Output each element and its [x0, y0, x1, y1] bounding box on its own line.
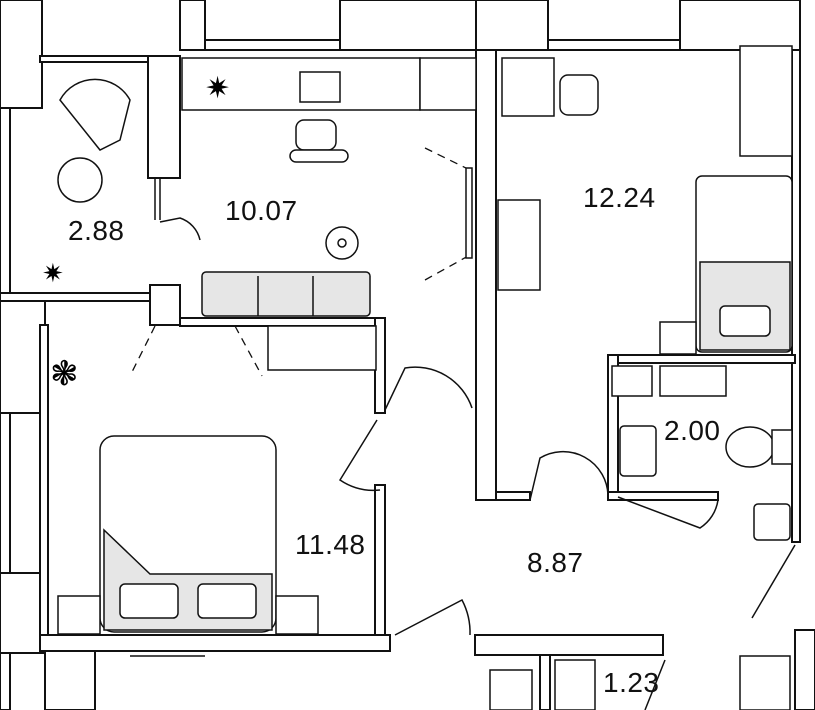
- table: [57, 157, 103, 203]
- wall: [39, 324, 49, 636]
- room-area-balcony: 2.88: [68, 215, 125, 246]
- tv-view: [424, 147, 471, 171]
- shelf: [659, 365, 727, 397]
- entry-door[interactable]: [751, 544, 796, 619]
- wardrobe: [739, 655, 791, 710]
- balcony-door[interactable]: [159, 217, 201, 241]
- chair: [295, 119, 337, 151]
- toilet: [725, 426, 775, 468]
- nightstand: [275, 595, 319, 635]
- plant-icon: ✷: [205, 72, 230, 105]
- wall: [0, 292, 46, 414]
- wall: [0, 107, 11, 294]
- pillow: [197, 583, 257, 619]
- kids-door[interactable]: [529, 450, 609, 501]
- wall: [0, 652, 11, 710]
- tv-view: [424, 254, 471, 281]
- window-view: [234, 325, 263, 377]
- desk: [501, 57, 555, 117]
- wall: [539, 654, 551, 710]
- wall: [0, 572, 46, 654]
- office-door[interactable]: [384, 366, 473, 411]
- wall: [339, 0, 477, 51]
- room-area-kids: 12.24: [583, 182, 656, 213]
- window-view: [129, 325, 156, 377]
- bedroom-door[interactable]: [338, 419, 381, 492]
- wardrobe: [267, 325, 377, 371]
- cabinet: [419, 57, 477, 111]
- room-area-office: 10.07: [225, 195, 298, 226]
- nightstand: [57, 595, 101, 635]
- stove: [753, 503, 791, 541]
- window: [204, 39, 341, 51]
- room-area-bathroom: 2.00: [664, 415, 721, 446]
- tv: [465, 167, 473, 259]
- wall: [179, 0, 206, 51]
- nightstand: [659, 321, 697, 355]
- pillow: [119, 583, 179, 619]
- wall: [607, 491, 719, 501]
- wall: [0, 0, 43, 109]
- pillow: [719, 305, 771, 337]
- lamp: [337, 238, 347, 248]
- wall: [475, 49, 497, 501]
- wardrobe: [554, 659, 596, 710]
- window: [547, 39, 681, 51]
- wall: [149, 284, 181, 326]
- room-area-hallway: 8.87: [527, 547, 584, 578]
- wall: [39, 634, 391, 652]
- armchair: [59, 78, 131, 151]
- wall: [179, 317, 386, 327]
- chair: [559, 74, 599, 116]
- sink: [619, 425, 657, 477]
- toilet-tank: [771, 429, 793, 465]
- wc-door[interactable]: [644, 659, 666, 710]
- wall: [39, 55, 153, 63]
- plant-icon: ❃: [50, 355, 79, 393]
- kitchen-sink: [489, 669, 533, 710]
- wall: [0, 412, 11, 574]
- sofa: [201, 271, 371, 317]
- wall: [679, 0, 801, 51]
- laptop: [299, 71, 341, 103]
- wall: [495, 491, 531, 501]
- wall: [147, 55, 181, 179]
- room-area-bedroom: 11.48: [295, 529, 366, 560]
- wall: [44, 650, 96, 710]
- bathroom-door[interactable]: [617, 496, 719, 529]
- wall: [0, 292, 151, 302]
- wall: [374, 484, 386, 636]
- wall: [609, 354, 796, 364]
- desk: [497, 199, 541, 291]
- room-area-wc: 1.23: [603, 667, 660, 698]
- wall: [474, 634, 664, 656]
- hall-door[interactable]: [394, 598, 471, 636]
- chair-arm: [289, 149, 349, 163]
- wardrobe: [739, 45, 793, 157]
- wall: [475, 0, 549, 51]
- shelf: [611, 365, 653, 397]
- wall: [791, 49, 801, 543]
- plant-icon: ✷: [42, 258, 64, 288]
- wall: [794, 629, 815, 710]
